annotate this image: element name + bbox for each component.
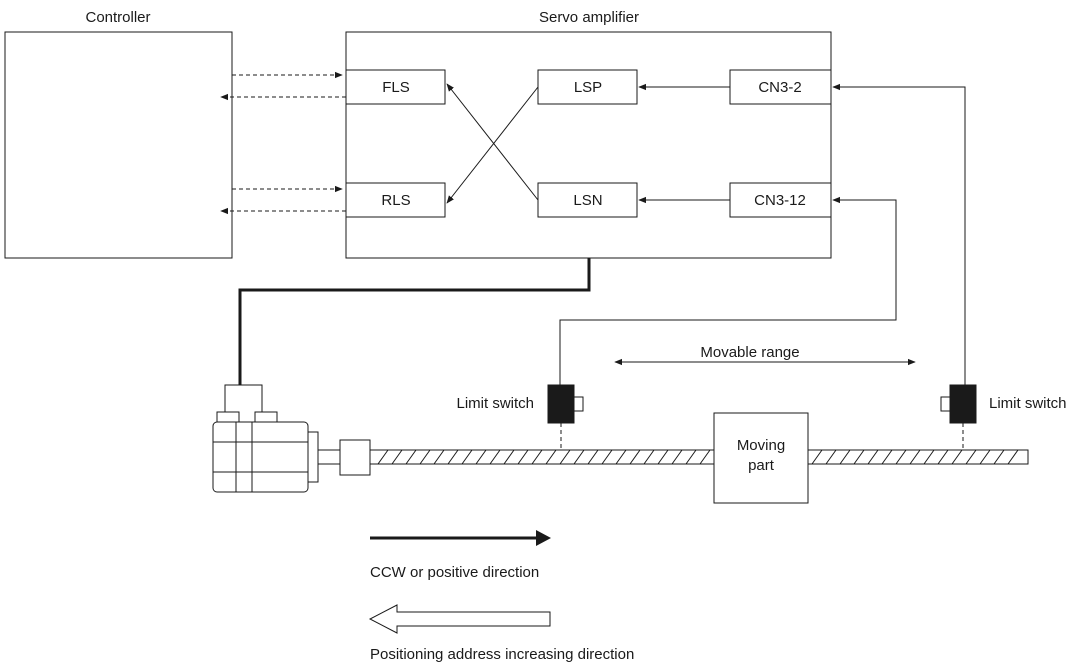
lsp-label: LSP [574, 79, 602, 96]
ball-screw [369, 449, 1029, 465]
screw-thread-hatch [699, 449, 711, 465]
screw-thread-hatch [839, 449, 851, 465]
left-limit-switch-body [547, 384, 575, 424]
screw-thread-hatch [377, 449, 389, 465]
controller-signal-arrows [220, 71, 346, 215]
screw-thread-hatch [531, 449, 543, 465]
limit-switch-wiring [559, 83, 966, 385]
servo-amplifier-block: Servo amplifier FLS RLS LSP LSN CN3-2 CN… [345, 9, 832, 259]
screw-thread-hatch [643, 449, 655, 465]
fls-block: FLS [345, 69, 446, 105]
screw-thread-hatch [615, 449, 627, 465]
screw-thread-hatch [951, 449, 963, 465]
screw-thread-hatch [447, 449, 459, 465]
fls-label: FLS [382, 79, 410, 96]
screw-thread-hatch [909, 449, 921, 465]
screw-thread-hatch [419, 449, 431, 465]
servo-motor [212, 384, 341, 493]
cn3-12-block: CN3-12 [729, 182, 832, 218]
movable-range-label: Movable range [700, 344, 799, 361]
lsn-to-fls-arrow [446, 83, 539, 201]
screw-thread-hatch [811, 449, 823, 465]
right-limit-switch-body [949, 384, 977, 424]
screw-thread-hatch [503, 449, 515, 465]
cn3-2-label: CN3-2 [758, 79, 801, 96]
right-limit-switch-label: Limit switch [989, 395, 1067, 412]
controller-block: Controller [4, 9, 233, 259]
screw-thread-hatch [545, 449, 557, 465]
lsn-label: LSN [573, 192, 602, 209]
screw-thread-hatch [573, 449, 585, 465]
motor-power-cable [238, 258, 591, 385]
screw-thread-hatch [895, 449, 907, 465]
screw-thread-hatch [881, 449, 893, 465]
screw-thread-hatch [629, 449, 641, 465]
servo-amplifier-label: Servo amplifier [539, 9, 639, 26]
screw-thread-hatch [559, 449, 571, 465]
shaft-coupling [339, 439, 371, 476]
moving-part-label-line2: part [748, 457, 775, 474]
left-limit-switch-label: Limit switch [456, 395, 534, 412]
moving-part: Moving part [713, 412, 809, 504]
screw-thread-hatch [405, 449, 417, 465]
screw-thread-hatch [517, 449, 529, 465]
screw-thread-hatch [475, 449, 487, 465]
screw-thread-hatch [867, 449, 879, 465]
left-switch-wire [559, 196, 897, 385]
screw-thread-hatch [937, 449, 949, 465]
moving-part-label-line1: Moving [737, 437, 785, 454]
screw-thread-hatch [853, 449, 865, 465]
screw-thread-hatch [993, 449, 1005, 465]
cn3-12-label: CN3-12 [754, 192, 806, 209]
screw-thread-hatch [825, 449, 837, 465]
left-limit-switch: Limit switch [456, 384, 584, 450]
left-limit-switch-actuator [573, 396, 584, 412]
right-limit-switch: Limit switch [940, 384, 1067, 450]
screw-thread-hatch [461, 449, 473, 465]
screw-thread-hatch [979, 449, 991, 465]
lsp-block: LSP [537, 69, 638, 105]
screw-thread-hatch [965, 449, 977, 465]
screw-thread-hatch [601, 449, 613, 465]
screw-thread-hatch [685, 449, 697, 465]
right-limit-switch-actuator [940, 396, 951, 412]
right-switch-wire [832, 83, 966, 385]
screw-thread-hatch [391, 449, 403, 465]
screw-thread-hatch [657, 449, 669, 465]
screw-thread-hatch [923, 449, 935, 465]
controller-label: Controller [85, 9, 150, 26]
ccw-direction-label: CCW or positive direction [370, 564, 539, 581]
screw-thread-hatch [587, 449, 599, 465]
rls-block: RLS [345, 182, 446, 218]
lsn-block: LSN [537, 182, 638, 218]
screw-thread-hatch [489, 449, 501, 465]
cn3-2-block: CN3-2 [729, 69, 832, 105]
lsp-to-rls-arrow [446, 86, 539, 204]
direction-legend: CCW or positive direction Positioning ad… [368, 530, 634, 663]
rls-label: RLS [381, 192, 410, 209]
screw-thread-hatch [671, 449, 683, 465]
movable-range: Movable range [614, 344, 916, 366]
address-increasing-arrow [368, 604, 551, 634]
address-direction-label: Positioning address increasing direction [370, 646, 634, 663]
screw-thread-hatch [433, 449, 445, 465]
screw-thread-hatch [1007, 449, 1019, 465]
